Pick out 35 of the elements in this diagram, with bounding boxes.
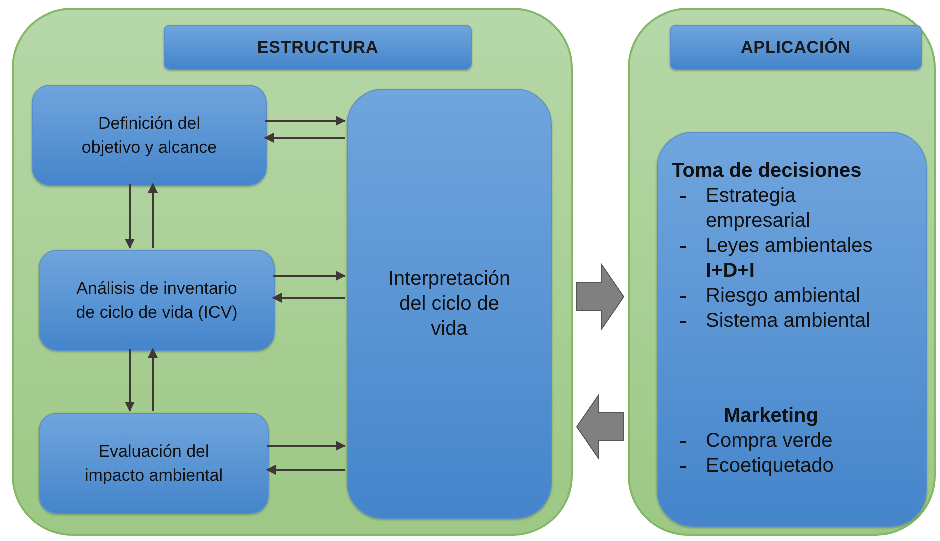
box-label: Análisis de inventario de ciclo de vida (ICV) xyxy=(76,278,238,324)
arrow xyxy=(125,349,135,412)
panel xyxy=(12,8,573,536)
arrow xyxy=(273,271,346,281)
arrow xyxy=(125,184,135,249)
arrow xyxy=(148,183,158,248)
process-box xyxy=(32,85,267,186)
block-arrow xyxy=(576,263,625,331)
box-label: Interpretación del ciclo de vida xyxy=(387,266,512,342)
list-item: Compra verde xyxy=(706,429,834,454)
list-item: Estrategia empresarial xyxy=(706,184,812,234)
header-title: APLICACIÓN xyxy=(740,36,852,59)
header-box xyxy=(670,25,922,70)
list-item: Leyes ambientales I+D+I xyxy=(706,234,874,284)
arrow xyxy=(148,348,158,411)
arrow xyxy=(266,465,345,475)
list-heading: Marketing xyxy=(724,404,820,429)
arrow xyxy=(272,293,345,303)
list-item: Sistema ambiental xyxy=(706,309,872,334)
process-box xyxy=(347,89,552,519)
list-heading: Toma de decisiones xyxy=(672,159,863,184)
header-box xyxy=(164,25,472,70)
panel xyxy=(628,8,936,536)
list-box xyxy=(657,132,927,527)
arrow xyxy=(267,441,346,451)
process-box xyxy=(39,250,275,351)
block-arrow xyxy=(576,393,624,461)
box-label: Definición del objetivo y alcance xyxy=(80,112,218,158)
arrow xyxy=(264,133,345,143)
list-item: Ecoetiquetado xyxy=(706,454,835,479)
header-title: ESTRUCTURA xyxy=(257,36,379,59)
process-box xyxy=(39,413,269,514)
list-item: Riesgo ambiental xyxy=(706,284,862,309)
box-label: Evaluación del impacto ambiental xyxy=(84,440,224,486)
arrow xyxy=(265,116,346,126)
